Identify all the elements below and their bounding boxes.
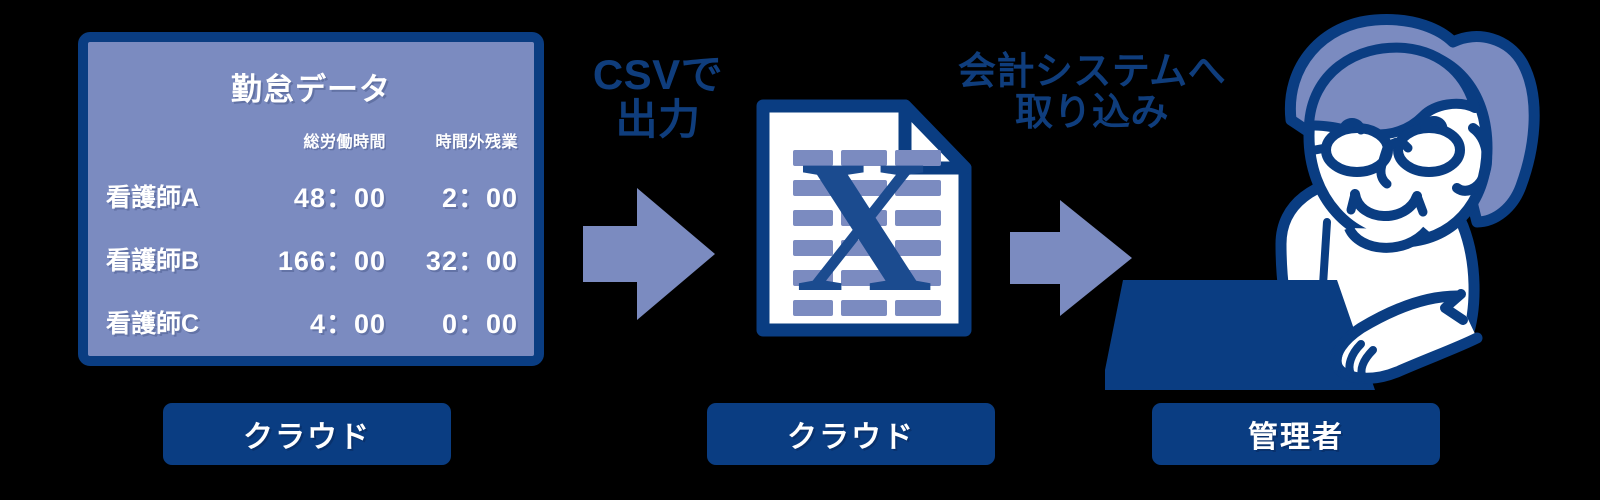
column-header-total-hours: 総労働時間	[303, 134, 386, 151]
cell-nurse-name: 看護師A	[106, 183, 200, 212]
table-body: 看護師A 48：00 2：00 看護師B 166：00 32：00 看護師C 4…	[106, 164, 518, 353]
person-nose	[1376, 143, 1392, 189]
cell-overtime: 0：00	[441, 309, 518, 339]
cell-nurse-name: 看護師C	[106, 309, 200, 338]
cell-total-hours: 4：00	[309, 309, 386, 339]
file-letter-x: X	[795, 122, 932, 332]
person-collar	[1344, 225, 1431, 253]
person-mouth	[1350, 189, 1422, 221]
attendance-table: 総労働時間 時間外残業 看護師A 48：00 2：00 看護師B 166：00 …	[106, 128, 518, 353]
table-row: 看護師B 166：00 32：00	[106, 227, 518, 290]
person-mouth-whisker-left	[1346, 189, 1360, 215]
cell-overtime: 32：00	[425, 246, 518, 276]
stage-label-admin[interactable]: 管理者	[1152, 403, 1440, 465]
administrator-at-laptop-icon	[1105, 14, 1540, 390]
caption-csv-export: CSVで 出力	[568, 52, 748, 143]
person-mouth-whisker-right	[1412, 191, 1428, 217]
excel-csv-file-icon: X	[756, 99, 972, 337]
table-header: 総労働時間 時間外残業	[106, 128, 518, 164]
person-sleeve	[1440, 289, 1468, 325]
cell-total-hours: 48：00	[293, 183, 386, 213]
column-header-overtime: 時間外残業	[435, 134, 518, 151]
stage-label-cloud-1[interactable]: クラウド	[163, 403, 451, 465]
caption-csv-line2: 出力	[615, 96, 701, 144]
table-row: 看護師A 48：00 2：00	[106, 164, 518, 227]
panel-title: 勤怠データ	[231, 72, 391, 107]
person-hand	[1333, 334, 1377, 382]
table-row: 看護師C 4：00 0：00	[106, 290, 518, 353]
cell-nurse-name: 看護師B	[106, 246, 200, 275]
right-arrow-icon	[1010, 200, 1132, 316]
caption-import-line1: 会計システムへ	[957, 51, 1227, 93]
laptop-icon	[1105, 280, 1375, 390]
column-header-blank	[106, 128, 226, 164]
right-arrow-icon	[583, 188, 715, 320]
stage-label-cloud-2[interactable]: クラウド	[707, 403, 995, 465]
caption-csv-line1: CSVで	[592, 51, 724, 98]
cell-total-hours: 166：00	[277, 246, 386, 276]
caption-import-line2: 取り込み	[1014, 92, 1169, 135]
attendance-data-panel: 勤怠データ 総労働時間 時間外残業 看護師A 48：00 2：00 看護師B 1…	[78, 32, 544, 366]
person-ear	[1452, 123, 1493, 196]
file-spreadsheet-cells	[793, 150, 941, 316]
table-header-row: 総労働時間 時間外残業	[106, 128, 518, 164]
caption-import: 会計システムへ 取り込み	[912, 51, 1272, 135]
cell-overtime: 2：00	[441, 183, 518, 213]
